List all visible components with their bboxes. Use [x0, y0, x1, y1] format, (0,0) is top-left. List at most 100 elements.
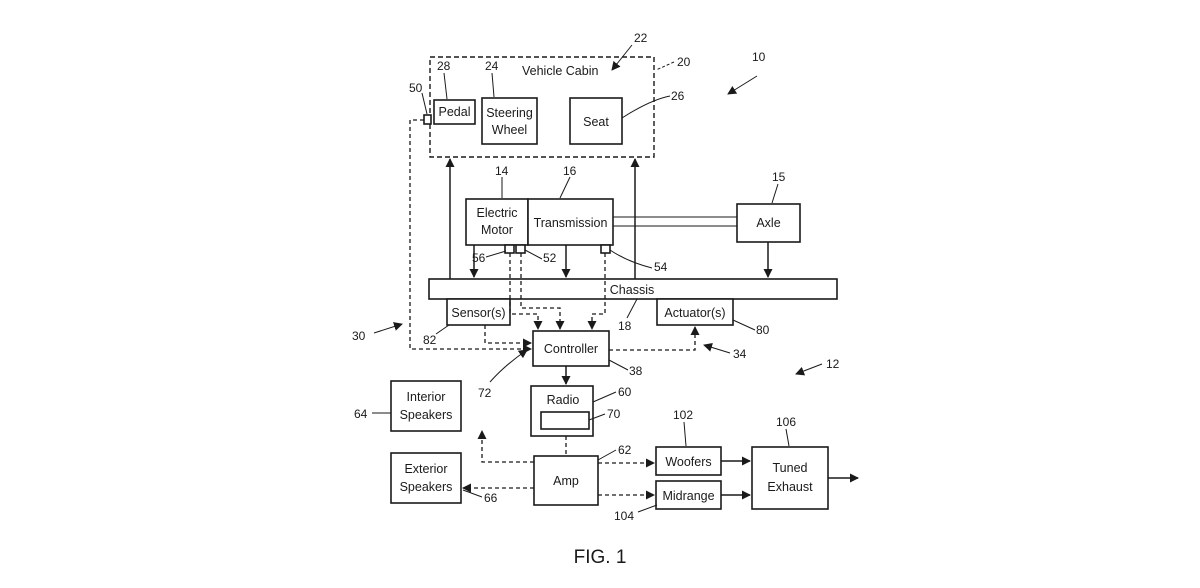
- amp-label: Amp: [553, 474, 579, 488]
- ref-20: 20: [677, 55, 691, 69]
- leader-22: [611, 44, 633, 71]
- leader-50: [421, 92, 428, 115]
- pedal-label: Pedal: [439, 105, 471, 119]
- interior-speakers-label-1: Interior: [407, 390, 446, 404]
- ref-82: 82: [423, 333, 437, 347]
- motor-sensor-56: [504, 244, 515, 254]
- ref-22: 22: [634, 31, 648, 45]
- sensors-box: [446, 298, 511, 326]
- ref-70: 70: [607, 407, 621, 421]
- ref-26: 26: [671, 89, 685, 103]
- exterior-speakers-box: [390, 452, 462, 504]
- ref-18: 18: [618, 319, 632, 333]
- ref-24: 24: [485, 59, 499, 73]
- leader-106: [785, 428, 790, 447]
- sensors-label: Sensor(s): [451, 306, 505, 320]
- vehicle-cabin-label: Vehicle Cabin: [522, 64, 598, 78]
- pedal-sensor-to-controller-line: [409, 119, 532, 354]
- leader-52: [524, 249, 543, 260]
- tuned-exhaust-label-2: Exhaust: [767, 480, 813, 494]
- chassis-box: [428, 278, 838, 300]
- leader-24: [491, 72, 495, 98]
- ref-64: 64: [354, 407, 368, 421]
- ref-38: 38: [629, 364, 643, 378]
- exterior-speakers-label-2: Speakers: [400, 480, 453, 494]
- ref-72: 72: [478, 386, 492, 400]
- ref-30: 30: [352, 329, 366, 343]
- leader-34: [703, 343, 731, 354]
- controller-label: Controller: [544, 342, 598, 356]
- exterior-speakers-label-1: Exterior: [404, 462, 447, 476]
- radio-label: Radio: [547, 393, 580, 407]
- transmission-sensor-to-controller-line: [587, 253, 606, 330]
- ref-12: 12: [826, 357, 840, 371]
- pedal-box: [433, 99, 476, 125]
- radio-display-70: [540, 411, 590, 430]
- tuned-exhaust-label-1: Tuned: [773, 461, 808, 475]
- axle-label: Axle: [756, 216, 780, 230]
- tuned-exhaust-box: [751, 446, 829, 510]
- leader-60: [592, 391, 617, 403]
- interior-speakers-box: [390, 380, 462, 432]
- ref-34: 34: [733, 347, 747, 361]
- pedal-sensor-50: [423, 114, 432, 125]
- ref-16: 16: [563, 164, 577, 178]
- leader-10: [727, 75, 758, 95]
- ref-56: 56: [472, 251, 486, 265]
- leader-82: [435, 324, 450, 335]
- ref-104: 104: [614, 509, 634, 523]
- woofers-box: [655, 446, 722, 476]
- leader-16: [559, 176, 571, 199]
- actuators-box: [656, 298, 734, 326]
- steering-wheel-box: [481, 97, 538, 145]
- leader-54: [609, 249, 653, 269]
- ref-106: 106: [776, 415, 796, 429]
- leader-30: [373, 322, 403, 334]
- midrange-label: Midrange: [662, 489, 714, 503]
- ref-66: 66: [484, 491, 498, 505]
- controller-box: [532, 330, 610, 367]
- ref-15: 15: [772, 170, 786, 184]
- vehicle-cabin-box: [429, 56, 655, 158]
- ref-52: 52: [543, 251, 557, 265]
- electric-motor-box: [465, 198, 529, 246]
- ref-54: 54: [654, 260, 668, 274]
- ref-10: 10: [752, 50, 766, 64]
- electric-motor-label-1: Electric: [477, 206, 518, 220]
- transmission-box: [527, 198, 614, 246]
- leader-38: [608, 359, 629, 371]
- leader-20: [655, 61, 675, 71]
- seat-box: [569, 97, 623, 145]
- ref-28: 28: [437, 59, 451, 73]
- steering-wheel-label-1: Steering: [486, 106, 533, 120]
- actuators-label: Actuator(s): [664, 306, 725, 320]
- amp-to-interior-speakers-line: [477, 430, 534, 463]
- sensors-to-controller-line: [484, 325, 532, 348]
- transmission-label: Transmission: [534, 216, 608, 230]
- leader-26: [621, 95, 671, 119]
- woofers-label: Woofers: [665, 455, 711, 469]
- leader-56: [485, 250, 507, 258]
- chassis-label: Chassis: [610, 283, 654, 297]
- leader-15: [771, 183, 779, 204]
- ref-102: 102: [673, 408, 693, 422]
- electric-motor-label-2: Motor: [481, 223, 513, 237]
- leader-18: [626, 298, 638, 319]
- leader-72: [489, 349, 528, 383]
- leader-12: [795, 363, 823, 376]
- midrange-box: [655, 480, 722, 510]
- controller-to-actuators-line: [609, 326, 700, 351]
- leader-66: [462, 489, 483, 498]
- leader-102: [683, 421, 687, 447]
- leader-70: [588, 413, 606, 421]
- motor-sensor-to-controller-line-a: [509, 253, 543, 330]
- ref-60: 60: [618, 385, 632, 399]
- amp-box: [533, 455, 599, 506]
- steering-wheel-label-2: Wheel: [492, 123, 527, 137]
- ref-80: 80: [756, 323, 770, 337]
- motor-sensor-52: [515, 244, 526, 254]
- figure-label: FIG. 1: [574, 547, 627, 568]
- ref-50: 50: [409, 81, 423, 95]
